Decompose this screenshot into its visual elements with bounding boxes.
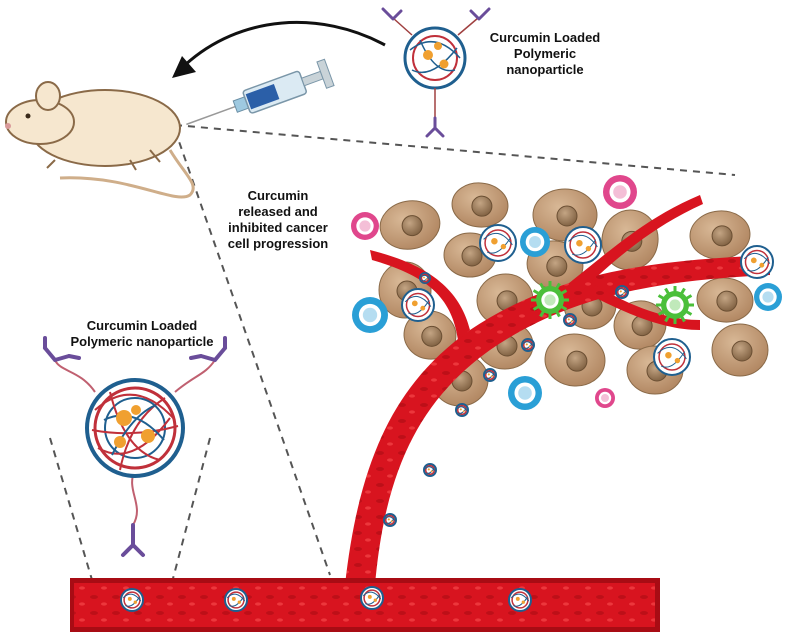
nanoparticle-icon [615, 285, 629, 299]
tumor-cell-icon [696, 277, 754, 323]
immune-cell-icon [352, 297, 388, 333]
tumor-nanoparticles [401, 224, 774, 376]
tumor-cell-icon [379, 200, 441, 250]
immune-cell-icon [754, 283, 782, 311]
top-label-line: Polymeric [513, 46, 577, 61]
middle-label-line: inhibited cancer [228, 220, 328, 235]
arrow-icon [172, 20, 386, 78]
nanoparticle-icon [508, 588, 532, 612]
nanoparticle-icon [383, 513, 397, 527]
nanoparticle-icon [653, 338, 691, 376]
nanoparticle-icon [120, 588, 144, 612]
tumor-cell-icon [451, 182, 509, 228]
nanoparticle-icon [521, 338, 535, 352]
nanoparticle-icon [564, 226, 602, 264]
nanoparticle-icon [401, 288, 435, 322]
immune-cell-icon [531, 281, 569, 319]
tumor-cell-icon [689, 210, 751, 260]
middle-label-line: released and [238, 204, 318, 219]
nanoparticle-icon [563, 313, 577, 327]
tumor-cell-icon [403, 310, 457, 360]
nanoparticle-icon [740, 245, 774, 279]
nanoparticle-icon [360, 586, 384, 610]
main-blood-vessel [70, 578, 660, 632]
tumor-cell-icon [544, 333, 606, 387]
immune-cell-icon [656, 286, 694, 324]
top-label-line: Curcumin Loaded [489, 30, 601, 45]
nanoparticle-icon [419, 272, 431, 284]
immune-cell-icon [603, 175, 637, 209]
antibody-icon [381, 7, 491, 138]
immune-cell-icon [351, 212, 379, 240]
large-nanoparticle-icon [54, 359, 216, 526]
middle-label-line: cell progression [227, 236, 329, 251]
left-nanoparticle-label: Curcumin Loaded Polymeric nanoparticle [52, 318, 232, 350]
immune-cell-icon [508, 376, 542, 410]
nanoparticle-icon [455, 403, 469, 417]
vessel-nanoparticles [120, 272, 629, 612]
tumor-cell-icon [711, 323, 769, 377]
left-label-line: Curcumin Loaded [86, 318, 198, 333]
syringe-icon [186, 58, 335, 126]
immune-cell-icon [520, 227, 550, 257]
middle-label-line: Curcumin [247, 188, 309, 203]
nanoparticle-icon [483, 368, 497, 382]
left-label-line: Polymeric nanoparticle [70, 334, 214, 349]
nanoparticle-icon [224, 588, 248, 612]
mouse-icon [5, 81, 195, 199]
immune-cell-icon [595, 388, 615, 408]
top-label-line: nanoparticle [506, 62, 584, 77]
nanoparticle-icon [479, 224, 517, 262]
immune-cells [351, 175, 782, 410]
top-nanoparticle-label: Curcumin Loaded Polymeric nanoparticle [470, 30, 620, 78]
large-antibody-icon [43, 336, 227, 557]
nanoparticle-icon [392, 17, 479, 118]
zoom-guide-lines [49, 124, 736, 591]
nanoparticle-icon [423, 463, 437, 477]
curcumin-release-label: Curcumin released and inhibited cancer c… [214, 188, 342, 252]
